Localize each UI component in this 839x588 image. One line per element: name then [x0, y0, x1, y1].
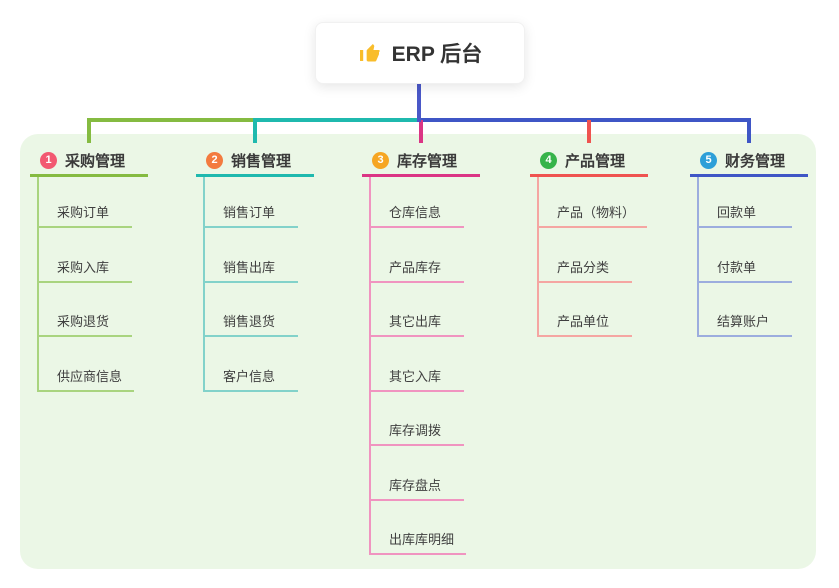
child-node[interactable]: 销售订单: [203, 205, 298, 228]
root-label: ERP 后台: [391, 43, 483, 66]
child-node[interactable]: 其它出库: [369, 314, 464, 337]
child-node[interactable]: 产品单位: [537, 314, 632, 337]
child-node[interactable]: 库存盘点: [369, 478, 464, 501]
branch-underline: [196, 174, 314, 177]
connector-drop: [419, 120, 423, 143]
root-connector: [417, 82, 421, 122]
branch-label: 采购管理: [65, 152, 126, 170]
connector-bus-segment: [419, 118, 751, 122]
branch-trunk-line: [537, 177, 539, 337]
branch-node-1[interactable]: 1 采购管理: [30, 149, 125, 171]
branches-panel: [20, 134, 816, 569]
branch-index-badge: 2: [206, 151, 223, 169]
branch-index-badge: 4: [540, 151, 557, 169]
branch-underline: [30, 174, 148, 177]
child-node[interactable]: 采购订单: [37, 205, 132, 228]
branch-underline: [362, 174, 480, 177]
child-node[interactable]: 结算账户: [697, 314, 792, 337]
child-node[interactable]: 客户信息: [203, 369, 298, 392]
connector-drop: [747, 118, 751, 143]
child-node[interactable]: 其它入库: [369, 369, 464, 392]
branch-node-3[interactable]: 3 库存管理: [362, 149, 457, 171]
connector-drop: [253, 118, 257, 143]
child-node[interactable]: 回款单: [697, 205, 792, 228]
branch-node-2[interactable]: 2 销售管理: [196, 149, 291, 171]
branch-index-badge: 1: [40, 151, 57, 169]
child-node[interactable]: 采购退货: [37, 314, 132, 337]
branch-label: 财务管理: [725, 152, 786, 170]
connector-bus-segment: [87, 118, 257, 122]
branch-trunk-line: [697, 177, 699, 337]
child-node[interactable]: 付款单: [697, 260, 792, 283]
child-node[interactable]: 仓库信息: [369, 205, 464, 228]
branch-index-badge: 5: [700, 151, 717, 169]
branch-label: 库存管理: [397, 152, 458, 170]
child-node[interactable]: 产品库存: [369, 260, 464, 283]
child-node[interactable]: 产品（物料）: [537, 205, 648, 228]
connector-drop: [587, 120, 591, 143]
connector-bus-segment: [253, 118, 419, 122]
thumbs-up-icon: [358, 41, 382, 65]
child-node[interactable]: 出库库明细: [369, 532, 467, 555]
child-node[interactable]: 销售退货: [203, 314, 298, 337]
branch-index-badge: 3: [372, 151, 389, 169]
branch-label: 销售管理: [231, 152, 292, 170]
branch-trunk-line: [37, 177, 39, 392]
branch-label: 产品管理: [565, 152, 626, 170]
root-node[interactable]: ERP 后台: [315, 22, 525, 84]
branch-node-4[interactable]: 4 产品管理: [530, 149, 625, 171]
branch-underline: [690, 174, 808, 177]
branch-node-5[interactable]: 5 财务管理: [690, 149, 785, 171]
child-node[interactable]: 供应商信息: [37, 369, 135, 392]
child-node[interactable]: 采购入库: [37, 260, 132, 283]
branch-underline: [530, 174, 648, 177]
connector-drop: [87, 118, 91, 143]
child-node[interactable]: 销售出库: [203, 260, 298, 283]
branch-trunk-line: [203, 177, 205, 392]
branch-trunk-line: [369, 177, 371, 555]
child-node[interactable]: 产品分类: [537, 260, 632, 283]
child-node[interactable]: 库存调拨: [369, 423, 464, 446]
